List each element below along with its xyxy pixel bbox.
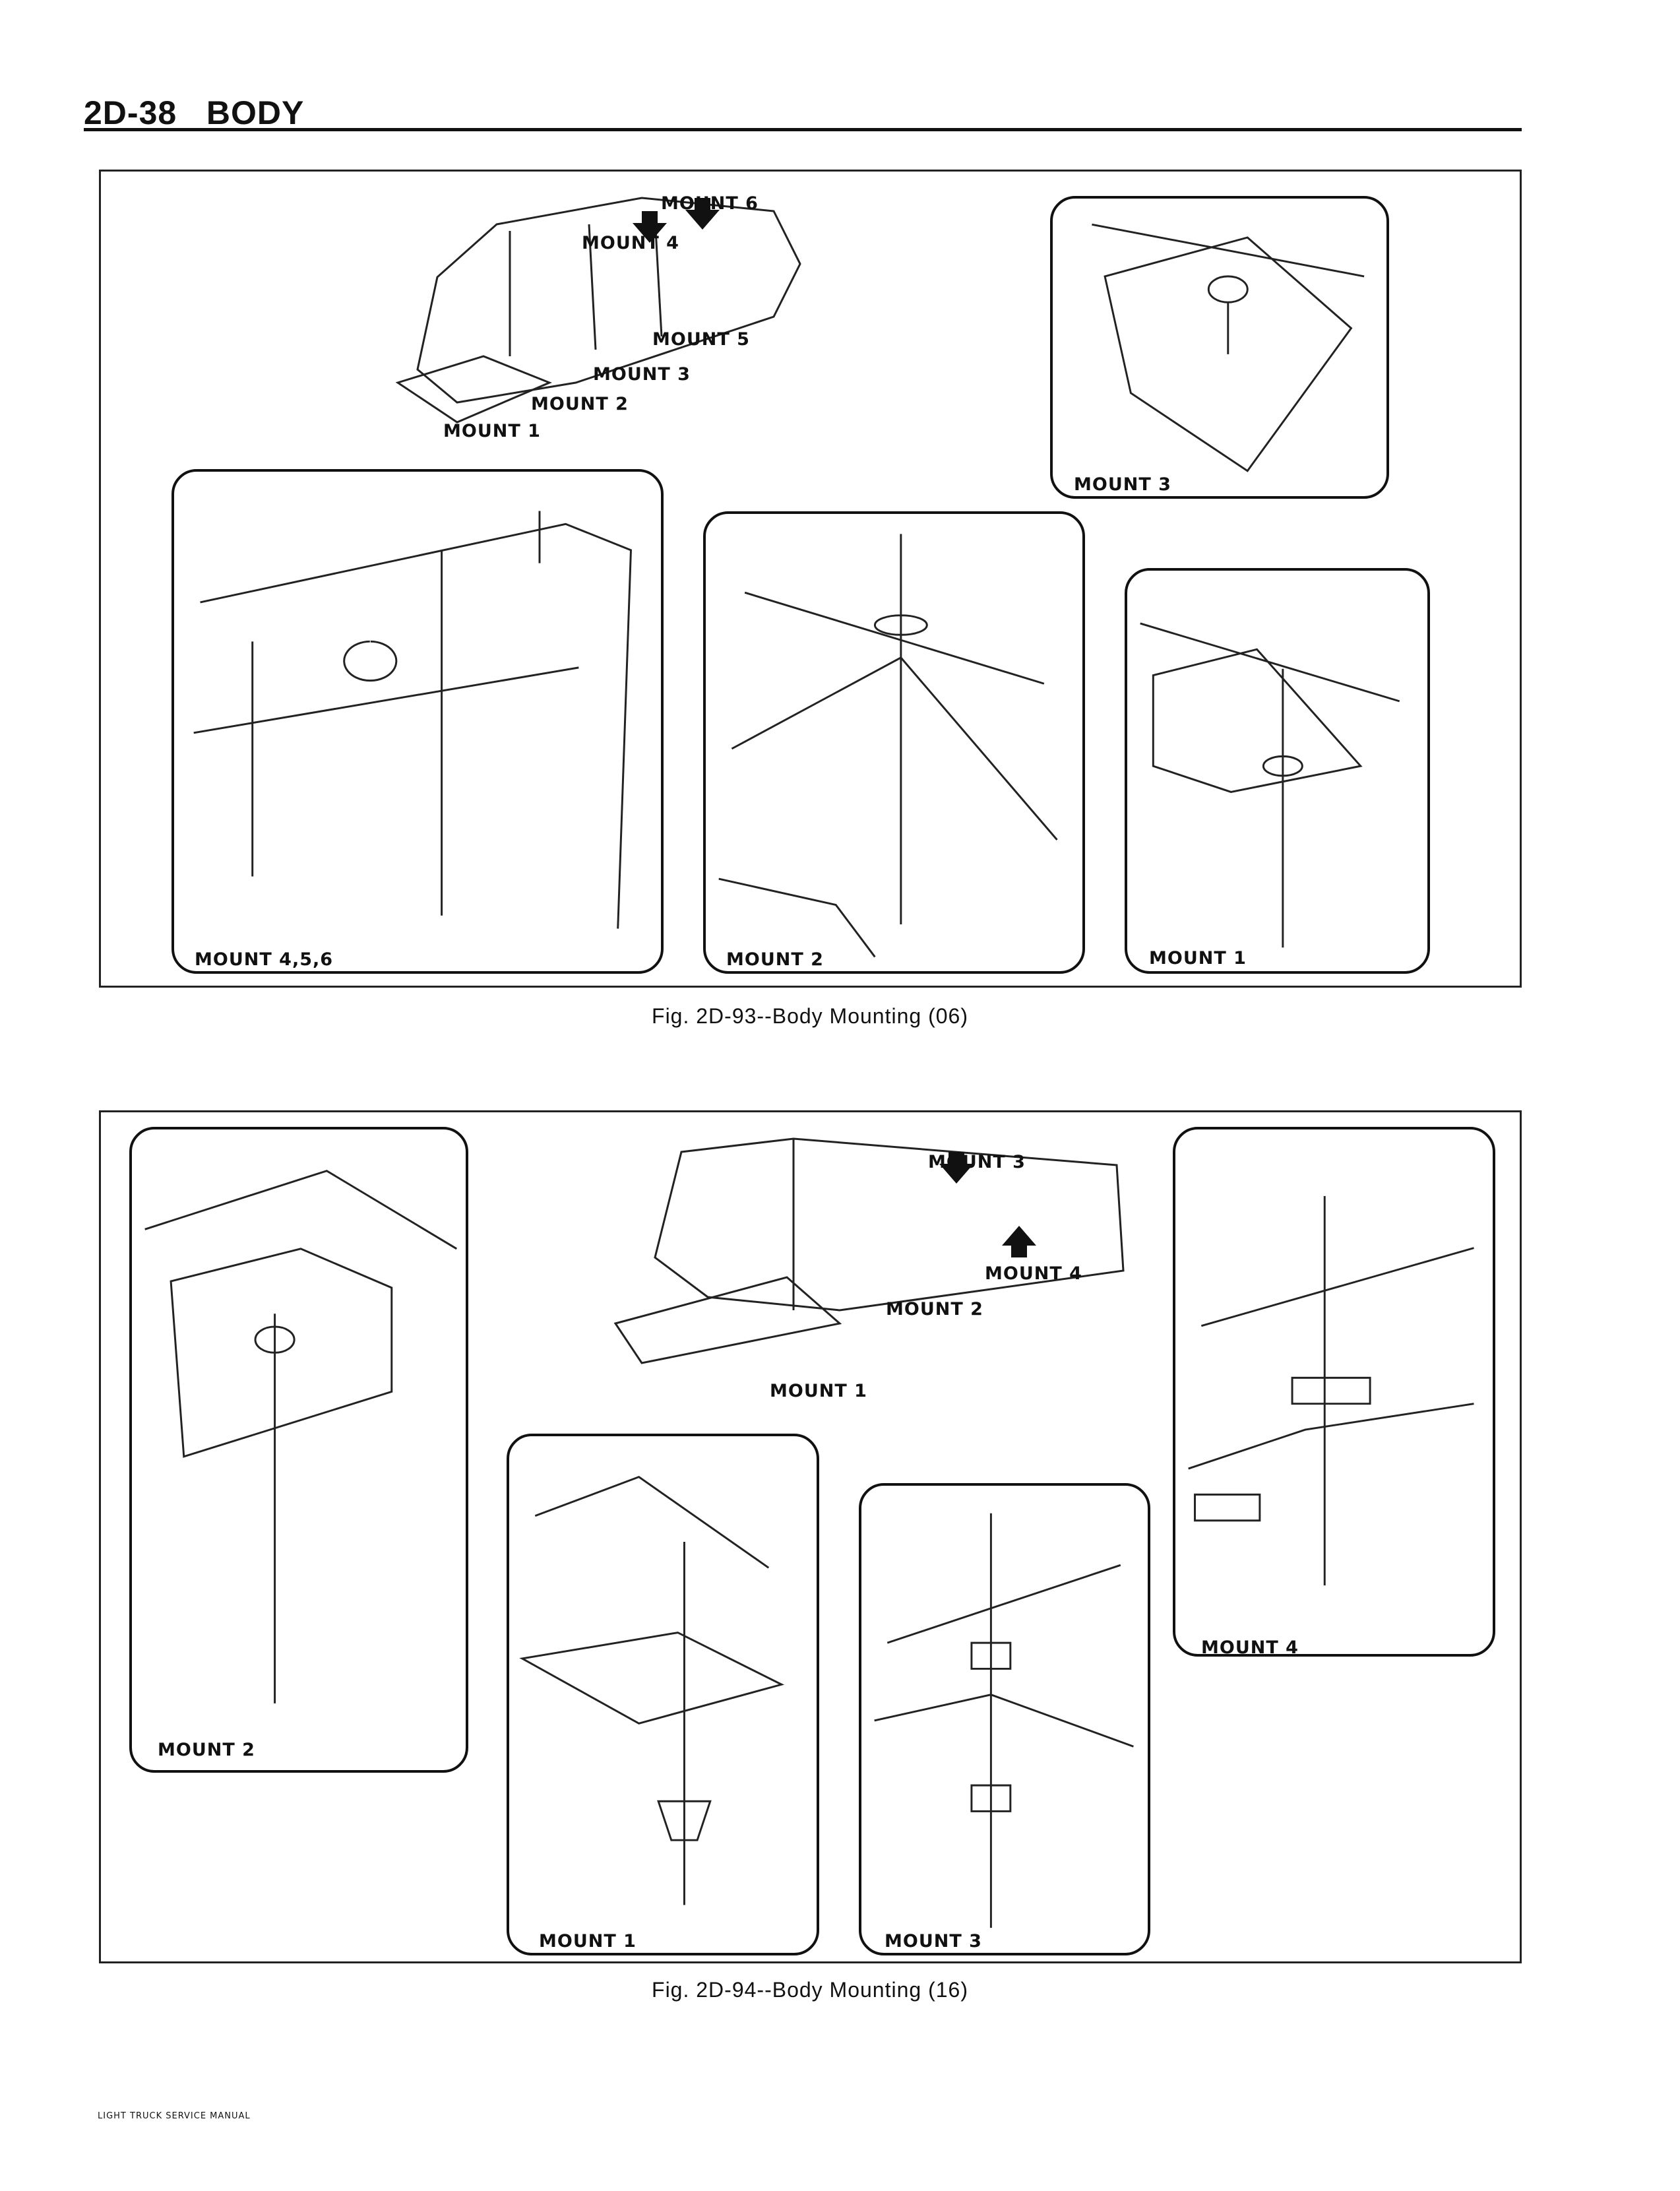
panel-mount-3: MOUNT 3 [859,1483,1150,1955]
overview-illustration [576,1126,1169,1403]
callout-mount-5: MOUNT 5 [652,329,750,350]
figure-caption-2d-93: Fig. 2D-93--Body Mounting (06) [652,1004,968,1028]
header-rule [84,128,1522,131]
panel-label: MOUNT 1 [1149,948,1247,968]
callout-mount-4: MOUNT 4 [985,1263,1082,1284]
callout-mount-3: MOUNT 3 [928,1152,1026,1172]
callout-mount-4: MOUNT 4 [582,233,679,253]
panel-mount-4: MOUNT 4 [1173,1127,1495,1657]
panel-mount-1: MOUNT 1 [1125,568,1430,974]
callout-mount-2: MOUNT 2 [531,394,629,414]
figure-caption-2d-94: Fig. 2D-94--Body Mounting (16) [652,1978,968,2002]
panel-label: MOUNT 1 [539,1931,637,1952]
figure-2d-94: MOUNT 2 MOUNT 3 MOUNT 4 MOUNT 2 MOUNT 1 … [99,1110,1522,1963]
panel-mount-1: MOUNT 1 [507,1434,819,1955]
panel-label: MOUNT 4,5,6 [195,949,334,970]
section-title: BODY [206,94,305,131]
panel-label: MOUNT 4 [1201,1637,1299,1657]
callout-mount-1: MOUNT 1 [770,1381,867,1401]
callout-mount-6: MOUNT 6 [661,193,759,214]
panel-label: MOUNT 3 [885,1931,982,1952]
panel-mount-3: MOUNT 3 [1050,196,1389,499]
panel-mount-4-5-6: MOUNT 4,5,6 [171,469,664,974]
panel-label: MOUNT 2 [158,1740,255,1760]
page-header: 2D-38 BODY [84,94,304,132]
panel-mount-2: MOUNT 2 [129,1127,468,1773]
page-number: 2D-38 [84,94,177,131]
footer-text: LIGHT TRUCK SERVICE MANUAL [98,2111,251,2121]
overview-illustration [378,185,879,462]
panel-label: MOUNT 3 [1074,474,1171,495]
callout-mount-1: MOUNT 1 [443,421,541,441]
callout-mount-2: MOUNT 2 [886,1299,983,1319]
panel-mount-2: MOUNT 2 [703,511,1085,974]
panel-label: MOUNT 2 [726,949,824,970]
truck-body-drawing [395,197,801,424]
figure-2d-93: MOUNT 6 MOUNT 4 MOUNT 5 MOUNT 3 MOUNT 2 … [99,170,1522,988]
callout-mount-3: MOUNT 3 [593,364,691,385]
